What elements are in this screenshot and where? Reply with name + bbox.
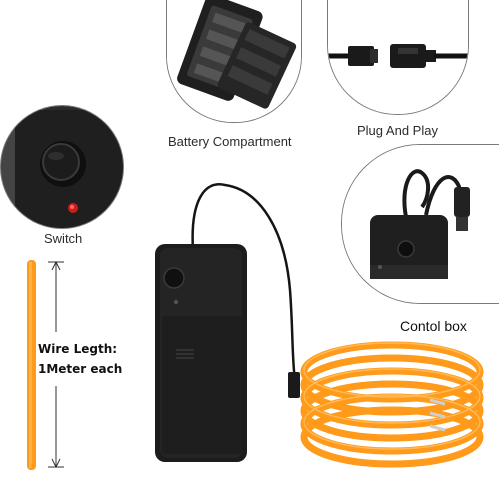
switch-closeup	[0, 105, 124, 229]
control-box-illustration	[342, 145, 499, 303]
switch-caption: Switch	[44, 231, 83, 246]
battery-compartment-closeup	[166, 0, 302, 123]
switch-closeup-illustration	[1, 106, 123, 228]
battery-caption: Battery Compartment	[168, 134, 292, 149]
battery-compartment-illustration	[167, 0, 301, 122]
wire-length-label: Wire Legth:	[38, 342, 118, 356]
plug-closeup	[327, 0, 469, 115]
control-box-closeup	[341, 144, 499, 304]
control-box-caption: Contol box	[400, 318, 467, 334]
plug-illustration	[328, 0, 468, 114]
wire-length-value: 1Meter each	[38, 362, 123, 376]
plug-caption: Plug And Play	[357, 123, 438, 138]
